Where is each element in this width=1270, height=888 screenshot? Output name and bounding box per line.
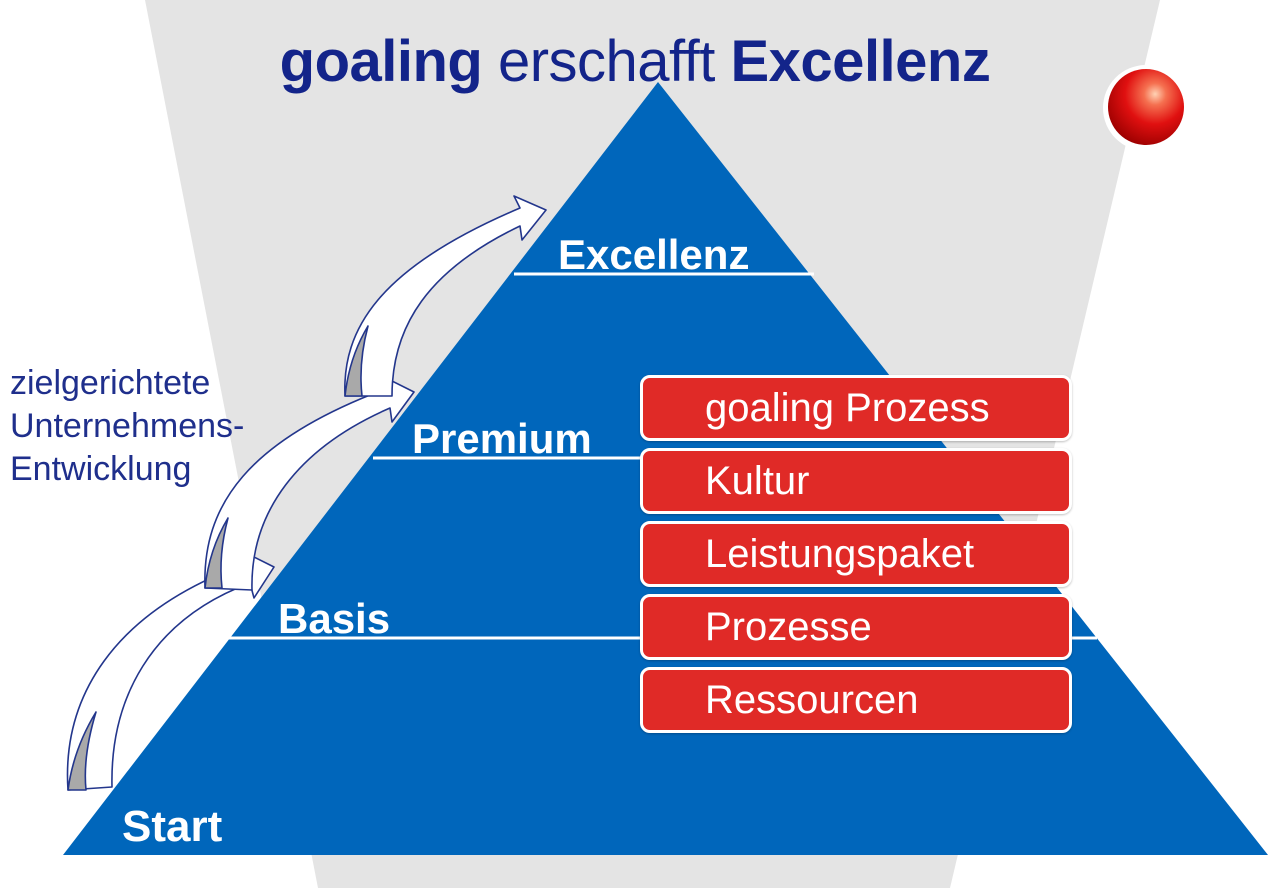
- side-label: zielgerichtete Unternehmens- Entwicklung: [10, 362, 244, 491]
- side-label-line: Unternehmens-: [10, 407, 245, 445]
- box-leistungspaket: Leistungspaket: [640, 521, 1072, 587]
- title-part-erschafft: erschafft: [497, 29, 715, 94]
- red-sphere-icon: [1108, 69, 1184, 145]
- box-prozesse: Prozesse: [640, 594, 1072, 660]
- level-label-premium: Premium: [412, 415, 592, 462]
- diagram-title: goaling erschafft Excellenz: [0, 28, 1270, 95]
- level-label-basis: Basis: [278, 595, 391, 642]
- box-goaling-prozess: goaling Prozess: [640, 375, 1072, 441]
- level-label-excellenz: Excellenz: [558, 231, 750, 278]
- box-ressourcen: Ressourcen: [640, 667, 1072, 733]
- title-part-excellenz: Excellenz: [730, 29, 991, 94]
- box-kultur: Kultur: [640, 448, 1072, 514]
- ascending-arrows-icon: [66, 195, 547, 791]
- title-part-goaling: goaling: [279, 29, 483, 94]
- side-label-line: Entwicklung: [10, 450, 192, 488]
- level-label-start: Start: [122, 802, 223, 851]
- side-label-line: zielgerichtete: [10, 364, 211, 402]
